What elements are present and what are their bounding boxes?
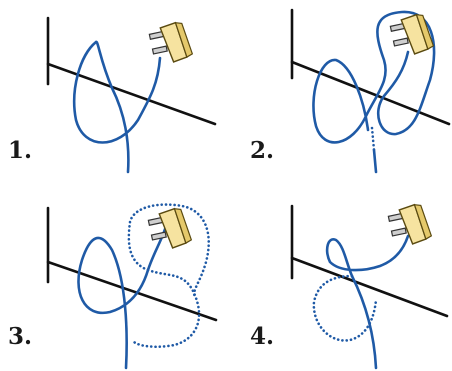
cord-knot	[325, 234, 410, 370]
plug-icon	[147, 19, 194, 67]
plug-icon	[146, 205, 193, 253]
panel-step-3: 3.	[8, 203, 218, 370]
surface-line	[290, 60, 451, 126]
panel-step-2: 2.	[250, 8, 451, 174]
cord-hidden-segment	[370, 126, 376, 152]
step-label: 3.	[8, 323, 32, 350]
cord-hidden-loop	[312, 274, 378, 342]
plug-icon	[386, 201, 433, 249]
step-label: 4.	[250, 323, 274, 350]
panel-step-4: 4.	[250, 201, 449, 370]
step-label: 1.	[8, 137, 32, 164]
cord-loop	[312, 10, 436, 144]
surface-line	[290, 256, 449, 318]
surface-line	[46, 62, 217, 126]
panel-step-1: 1.	[8, 16, 217, 174]
cord-loop	[72, 40, 162, 174]
step-label: 2.	[250, 137, 274, 164]
cord-hidden-loop	[127, 203, 211, 349]
surface-line	[46, 260, 218, 322]
cord-tail	[372, 148, 378, 174]
plug-icon	[388, 11, 435, 59]
